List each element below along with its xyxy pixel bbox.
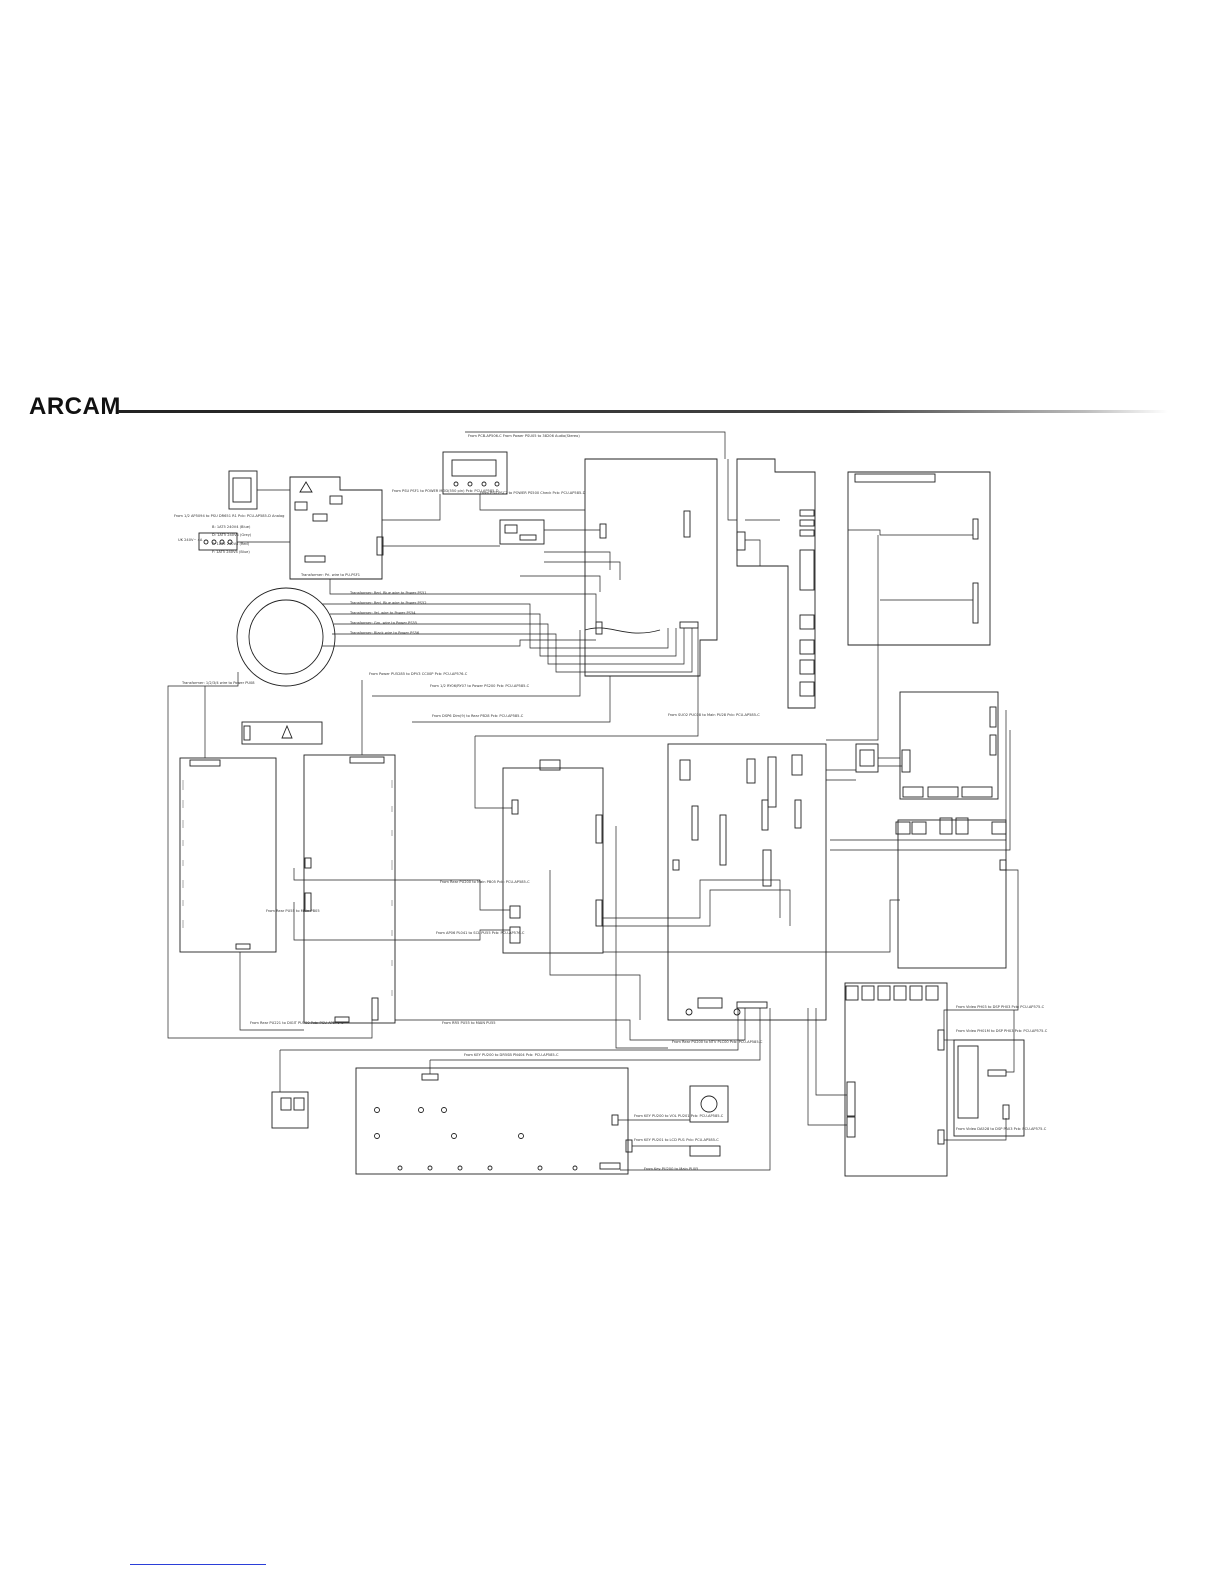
wire-label: Transformer: Yel, wire to Power PS54 xyxy=(349,611,416,615)
wire-label: From Video PH03 to DSP PH03 Pcb: PCU-AP5… xyxy=(956,1005,1045,1009)
wire-label: From PSU PSF1 to POWER MOD(550 pin) Pcb:… xyxy=(392,489,499,493)
wire-label: From PCB-AP506-C From Power PSU05 to 382… xyxy=(468,434,580,438)
hdmi-board xyxy=(899,691,999,800)
amplifier-board-left xyxy=(179,757,277,953)
volume-encoder-board xyxy=(689,1085,729,1123)
fuse-holder-block xyxy=(198,532,238,551)
link-connector xyxy=(855,743,879,773)
wire-label: From 1/2 RY06/RY07 to Power PS200 Pcb: P… xyxy=(430,684,530,688)
wire-label: From DSP6 Dim(9) to Rear PB28 Pcb: PCU-A… xyxy=(432,714,524,718)
wire-label: Transformer: Red, Blue wire to Power PS5… xyxy=(349,591,427,595)
cap-bank-block xyxy=(241,721,323,745)
arcam-logo: ARCAM xyxy=(29,393,121,420)
wire-label: From KEY PU200 to DR5SB PN404 Pcb: PCU-A… xyxy=(464,1053,559,1057)
video-top-board xyxy=(847,471,991,646)
wire-label: From AP06 PL041 to SCL PU55 Pcb: PCU-AP5… xyxy=(436,931,525,935)
footer-link-underline[interactable] xyxy=(130,1564,266,1565)
amplifier-board-right xyxy=(303,754,396,1024)
relay-board xyxy=(499,519,545,545)
wire-label: From KEY PU201 to LCD PU1 Pcb: PCU-AP585… xyxy=(634,1138,719,1142)
wire-label: From 1/2 AP5094 to PSU DR651 R1 Pcb: PCU… xyxy=(174,514,284,518)
wire-label: B: 1AT5 240V4 (Blue) xyxy=(212,525,251,529)
wire-label: From Rear PU200 to NTV PLC00 Pcb: PCU-AP… xyxy=(672,1040,763,1044)
front-panel-small-board xyxy=(442,451,508,495)
wire-label: From Key PU200 to Main PU05 xyxy=(644,1167,698,1171)
wire-label: From Power PU5285 to DPV3 CC00P Pcb: PCU… xyxy=(369,672,468,676)
wire-label: From Rear PU200 to Main PB05 Pcb: PCU-AP… xyxy=(440,880,530,884)
toroidal-transformer xyxy=(236,587,336,687)
wire-label: Transformer: Grn, wire to Power PS55 xyxy=(349,621,417,625)
lcd-link-board xyxy=(689,1145,721,1157)
wire-label: Transformer: Red, Blue wire to Power PS5… xyxy=(349,601,427,605)
wire-label: From RR5 PU55 to MAIN PU55 xyxy=(442,1021,496,1025)
wire-label: From SUO2 PUC08 to Main PU28 Pcb: PCU-AP… xyxy=(668,713,760,717)
wire-label: From Rear PU55 to Main PB05 xyxy=(266,909,320,913)
wire-label: F: 1AT5 240V4 (Blue) xyxy=(212,550,250,554)
wire-label: From Video PH01M to DSP PH03 Pcb: PCU-AP… xyxy=(956,1029,1048,1033)
header-rule xyxy=(118,410,1168,413)
wire-label: Transformer: Pri. wire to PU-PSF1 xyxy=(300,573,360,577)
wire-label: Transformer: Black wire to Power PS56 xyxy=(349,631,420,635)
rear-io-board xyxy=(736,458,816,709)
video-process-board xyxy=(844,982,948,1177)
main-digital-board xyxy=(667,743,827,1021)
wire-label: From Rear PU221 to DIGIT PU700 Pcb: PCU-… xyxy=(250,1021,344,1025)
wire-label: D: 1AT5 240V4 (Grey) xyxy=(212,533,252,537)
wire-label: From Video DA528 to DSP PA03 Pcb: PCU-AP… xyxy=(956,1127,1047,1131)
wire-label: UK 240V~ 4A xyxy=(178,538,203,542)
main-power-board xyxy=(584,458,718,677)
dsp-board xyxy=(502,767,604,954)
wire-label: E: 1AT5 240V4 (Red) xyxy=(212,542,250,546)
wire-label: From PSU PSC2 to POWER PS500 Check Pcb: … xyxy=(480,491,586,495)
wire-label: Transformer: 1/2/3/4 wire to Power PU08 xyxy=(181,681,255,685)
ir-receiver-board xyxy=(271,1091,309,1129)
video-io-board xyxy=(897,819,1007,969)
psu-board xyxy=(289,476,383,580)
scart-board xyxy=(953,1039,1025,1137)
front-panel-board xyxy=(355,1067,629,1175)
wire-label: From KEY PU200 to VOL PU201 Pcb: PCU-AP5… xyxy=(634,1114,724,1118)
